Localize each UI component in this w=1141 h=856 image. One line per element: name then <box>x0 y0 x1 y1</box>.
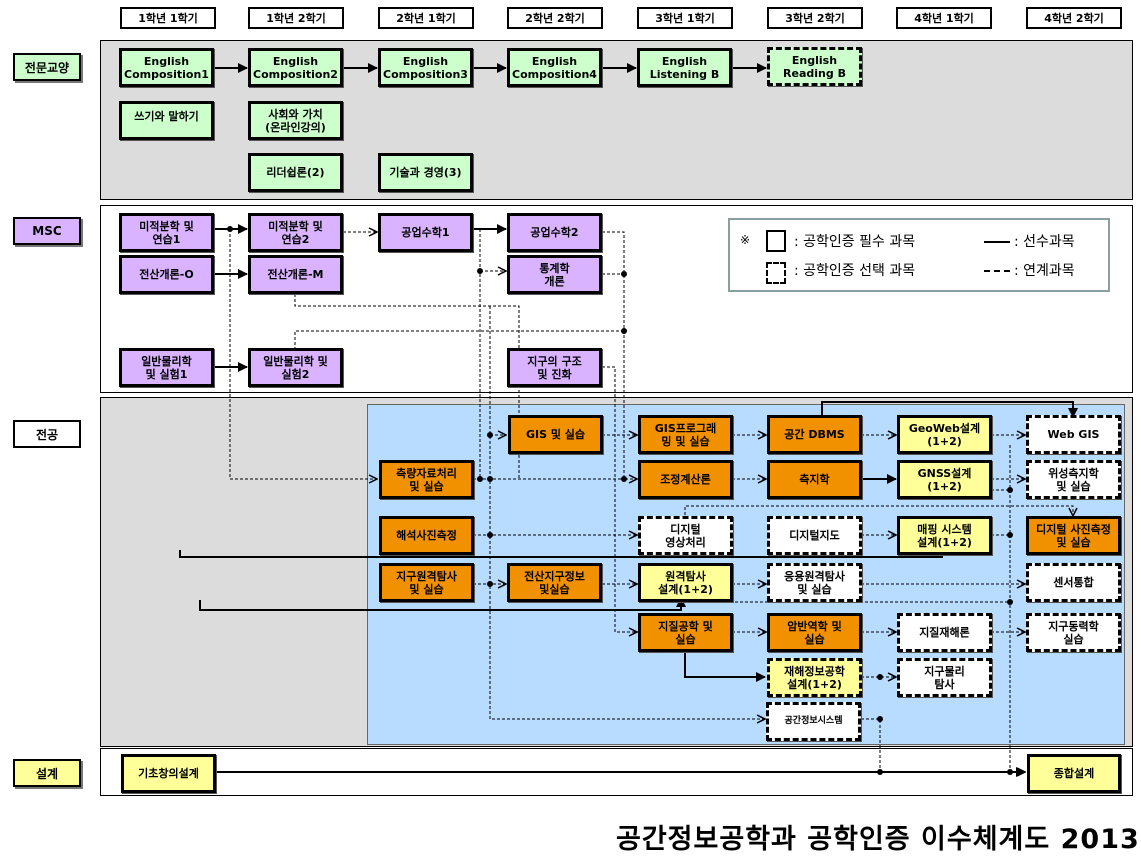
course-tech-management[interactable]: 기술과 경영(3) <box>378 153 473 192</box>
semester-header-4-2: 4학년 2학기 <box>1026 7 1122 29</box>
course-basic-design[interactable]: 기초창의설계 <box>121 754 216 793</box>
course-physics1[interactable]: 일반물리학 및 실험1 <box>119 348 214 387</box>
course-eng-comp1[interactable]: English Composition1 <box>119 48 214 87</box>
course-digital-image[interactable]: 디지털 영상처리 <box>638 516 733 555</box>
course-writing-speaking[interactable]: 쓰기와 말하기 <box>119 101 214 140</box>
course-society-value[interactable]: 사회와 가치 (온라인강의) <box>248 101 343 140</box>
legend-dashed-line-icon <box>984 270 1010 272</box>
course-geophysics[interactable]: 지구물리 탐사 <box>897 658 992 697</box>
course-disaster-design[interactable]: 재해정보공학 설계(1+2) <box>767 658 862 697</box>
category-design: 설계 <box>13 759 81 787</box>
panel-design <box>100 748 1133 796</box>
legend-required: : 공학인증 필수 과목 <box>794 234 916 250</box>
course-eng-comp3[interactable]: English Composition3 <box>378 48 473 87</box>
legend-solid-box-icon <box>766 230 786 252</box>
course-digital-map[interactable]: 디지털지도 <box>767 516 862 555</box>
course-sensor-fusion[interactable]: 센서통합 <box>1026 563 1121 602</box>
course-web-gis[interactable]: Web GIS <box>1026 415 1121 454</box>
semester-header-3-2: 3학년 2학기 <box>767 7 863 29</box>
course-eng-math1[interactable]: 공업수학1 <box>378 213 473 252</box>
course-physics2[interactable]: 일반물리학 및 실험2 <box>248 348 343 387</box>
course-eng-math2[interactable]: 공업수학2 <box>507 213 602 252</box>
course-gis-programming[interactable]: GIS프로그래 밍 및 실습 <box>638 415 733 454</box>
course-capstone[interactable]: 종합설계 <box>1027 754 1121 793</box>
semester-header-1-1: 1학년 1학기 <box>120 7 216 29</box>
course-geodynamics[interactable]: 지구동력학 실습 <box>1026 613 1121 652</box>
course-adjustment[interactable]: 조정계산론 <box>638 460 733 499</box>
semester-header-4-1: 4학년 1학기 <box>896 7 992 29</box>
course-earth-structure[interactable]: 지구의 구조 및 진화 <box>507 348 602 387</box>
course-gis-practice[interactable]: GIS 및 실습 <box>508 415 603 454</box>
legend-dashed-box-icon <box>766 262 786 284</box>
course-computational-geo[interactable]: 전산지구정보 및실습 <box>507 563 602 602</box>
category-msc: MSC <box>13 217 81 245</box>
course-geoweb-design[interactable]: GeoWeb설계 (1+2) <box>897 415 992 454</box>
category-major: 전공 <box>13 420 81 448</box>
course-rs-design[interactable]: 원격탐사 설계(1+2) <box>638 563 733 602</box>
course-spatial-dbms[interactable]: 공간 DBMS <box>767 415 862 454</box>
course-statistics[interactable]: 통계학 개론 <box>507 255 602 294</box>
course-satellite-geodesy[interactable]: 위성측지학 및 실습 <box>1026 460 1121 499</box>
course-calculus2[interactable]: 미적분학 및 연습2 <box>248 213 343 252</box>
course-gnss-design[interactable]: GNSS설계 (1+2) <box>897 460 992 499</box>
course-geodesy[interactable]: 측지학 <box>767 460 862 499</box>
diagram-title: 공간정보공학과 공학인증 이수체계도 2013 <box>616 824 1140 855</box>
course-earth-rs[interactable]: 지구원격탐사 및 실습 <box>379 563 474 602</box>
legend-mark: ※ <box>740 233 751 247</box>
course-computing-o[interactable]: 전산개론-O <box>119 255 214 294</box>
course-eng-comp4[interactable]: English Composition4 <box>507 48 602 87</box>
course-applied-rs[interactable]: 응용원격탐사 및 실습 <box>767 563 862 602</box>
category-general: 전문교양 <box>13 53 81 81</box>
semester-header-2-2: 2학년 2학기 <box>507 7 603 29</box>
course-eng-reading-b[interactable]: English Reading B <box>767 47 862 86</box>
panel-major-engineering <box>367 404 1125 745</box>
course-geo-hazard[interactable]: 지질재해론 <box>897 613 992 652</box>
course-geo-engineering[interactable]: 지질공학 및 실습 <box>638 613 733 652</box>
legend-related: : 연계과목 <box>1014 263 1075 279</box>
course-computing-m[interactable]: 전산개론-M <box>248 255 343 294</box>
course-digital-photo[interactable]: 디지털 사진측정 및 실습 <box>1026 516 1121 555</box>
legend: ※ : 공학인증 필수 과목 : 공학인증 선택 과목 : 선수과목 : 연계과… <box>728 218 1110 292</box>
course-analytic-photo[interactable]: 해석사진측정 <box>379 516 474 555</box>
semester-header-2-1: 2학년 1학기 <box>378 7 474 29</box>
legend-elective: : 공학인증 선택 과목 <box>794 263 916 279</box>
legend-prerequisite: : 선수과목 <box>1014 234 1075 250</box>
course-calculus1[interactable]: 미적분학 및 연습1 <box>119 213 214 252</box>
course-leadership[interactable]: 리더쉽론(2) <box>248 153 343 192</box>
course-rock-mechanics[interactable]: 암반역학 및 실습 <box>767 613 862 652</box>
course-mapping-design[interactable]: 매핑 시스템 설계(1+2) <box>897 516 992 555</box>
semester-header-1-2: 1학년 2학기 <box>248 7 344 29</box>
course-spatial-info-system[interactable]: 공간정보시스템 <box>766 702 861 741</box>
course-survey-data[interactable]: 측량자료처리 및 실습 <box>379 460 474 499</box>
course-eng-listening-b[interactable]: English Listening B <box>637 48 732 87</box>
legend-solid-line-icon <box>984 241 1010 243</box>
course-eng-comp2[interactable]: English Composition2 <box>248 48 343 87</box>
semester-header-3-1: 3학년 1학기 <box>637 7 733 29</box>
